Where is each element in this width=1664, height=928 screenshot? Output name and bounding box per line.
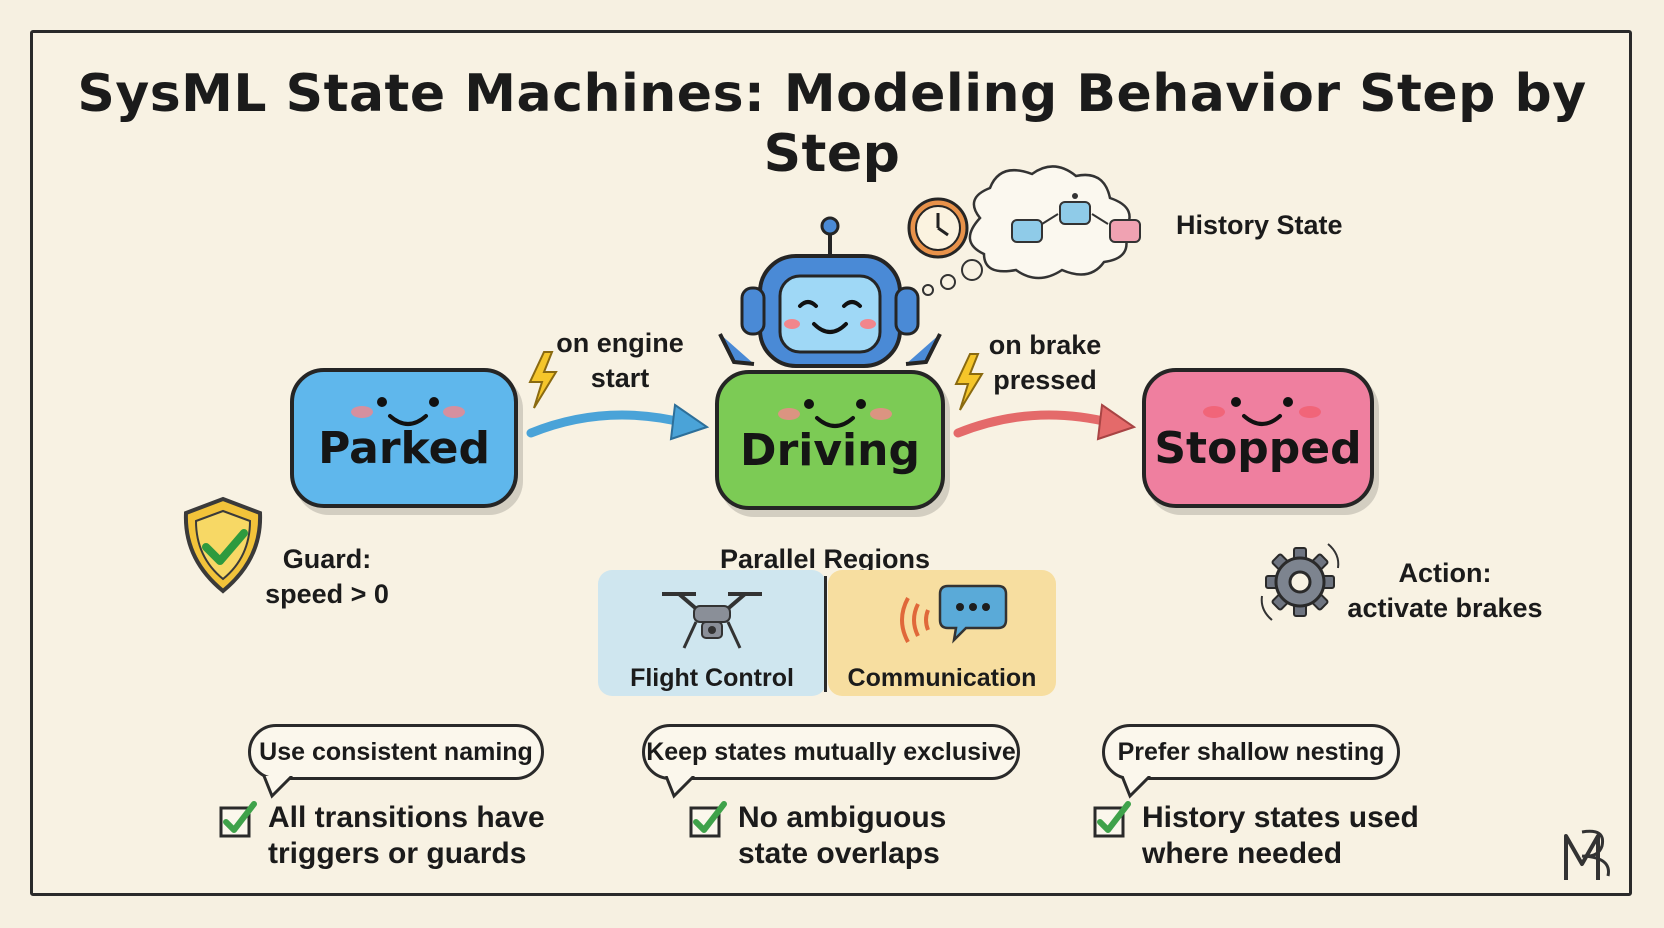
checkbox-checked-icon <box>689 801 727 838</box>
history-state-label: History State <box>1176 210 1343 240</box>
smiley-face-icon <box>351 397 465 426</box>
check-item-transitions: All transitions have triggers or guards <box>218 800 545 872</box>
bubble-tail <box>262 776 294 799</box>
transition-arrow-blue <box>526 403 710 441</box>
diagram-title: SysML State Machines: Modeling Behavior … <box>77 64 1587 184</box>
tip-bubble-exclusive: Keep states mutually exclusive <box>642 724 1020 780</box>
transition-label-brake-pressed: on brake pressed <box>988 330 1102 395</box>
state-driving-label: Driving <box>740 425 920 476</box>
drone-icon <box>662 592 762 649</box>
gear-icon <box>1260 543 1340 621</box>
smiley-face-icon <box>778 399 892 428</box>
tip-bubble-naming: Use consistent naming <box>248 724 544 780</box>
lightning-icon <box>954 353 984 411</box>
state-stopped: Stopped <box>1142 368 1374 508</box>
action-label: Action: activate brakes <box>1347 558 1543 623</box>
thought-cloud-icon <box>922 165 1141 296</box>
bubble-tail <box>1120 776 1152 799</box>
state-parked: Parked <box>290 368 518 508</box>
parallel-regions-title: Parallel Regions <box>719 544 931 574</box>
checkbox-checked-icon <box>1093 801 1131 838</box>
state-driving: Driving <box>715 370 945 510</box>
transition-arrow-red <box>953 403 1137 441</box>
smiley-face-icon <box>1203 397 1321 426</box>
region-communication-label: Communication <box>847 664 1037 692</box>
monogram-logo <box>1564 829 1610 880</box>
tip-bubble-nesting: Prefer shallow nesting <box>1102 724 1400 780</box>
region-communication: Communication <box>828 570 1056 696</box>
check-item-history: History states used where needed <box>1092 800 1419 872</box>
region-flight-control: Flight Control <box>598 570 826 696</box>
clock-icon <box>907 197 969 259</box>
check-item-overlaps: No ambiguous state overlaps <box>688 800 946 872</box>
bubble-tail <box>664 776 696 799</box>
state-stopped-label: Stopped <box>1154 423 1362 474</box>
lightning-icon <box>528 351 558 409</box>
checkbox-checked-icon <box>219 801 257 838</box>
region-divider <box>824 576 827 692</box>
region-flight-control-label: Flight Control <box>630 664 794 692</box>
shield-check-icon <box>183 496 263 594</box>
signal-chat-icon <box>900 584 1008 644</box>
robot-icon <box>718 216 942 368</box>
state-parked-label: Parked <box>318 423 490 474</box>
guard-label: Guard: speed > 0 <box>265 544 389 609</box>
transition-label-engine-start: on engine start <box>556 328 684 393</box>
